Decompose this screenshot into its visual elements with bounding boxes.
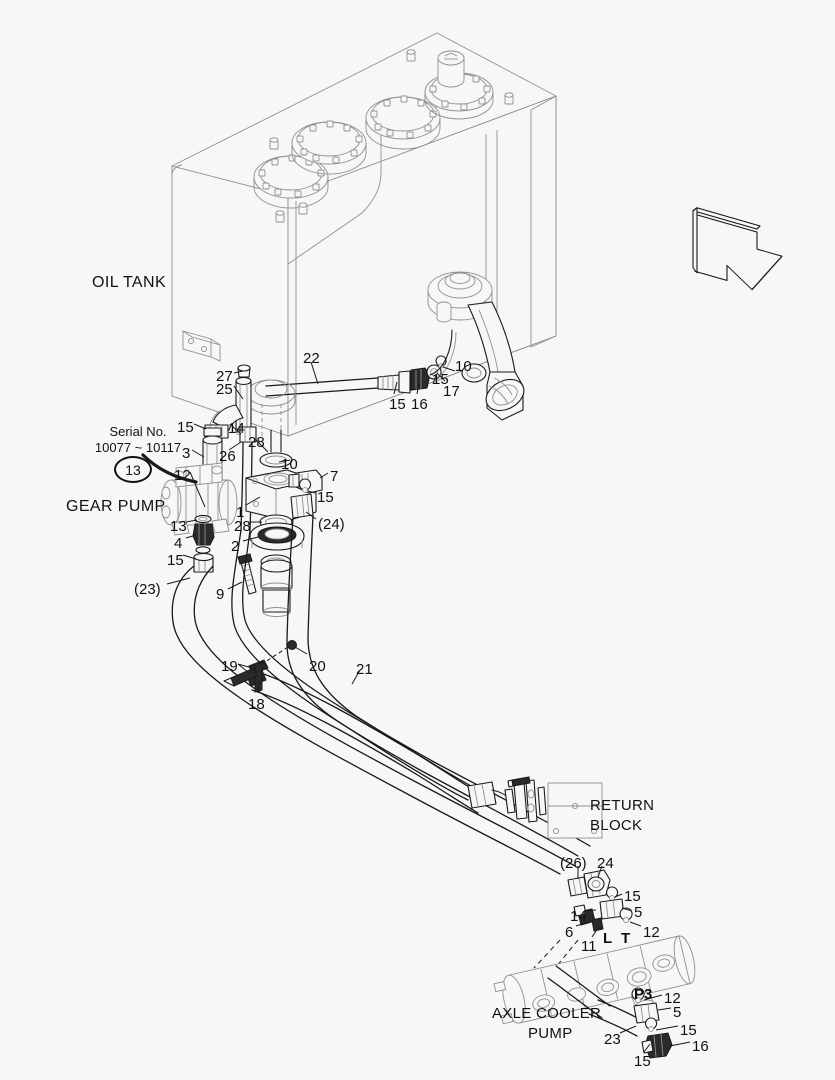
part-callout-c28a: 28	[248, 434, 265, 451]
part-callout-c13b: 13	[170, 518, 187, 535]
part-callout-c9: 9	[216, 586, 225, 603]
gear-pump-assembly	[160, 462, 238, 536]
part-callout-c11: 11	[581, 938, 597, 955]
part-callout-c3: 3	[182, 445, 191, 462]
axle-cooler-pump-label-line2: PUMP	[528, 1025, 573, 1042]
serial-note-line1: Serial No.	[109, 424, 167, 439]
part-callout-c24b: 24	[597, 855, 614, 872]
part-callout-c1: 1	[236, 504, 245, 521]
part-callout-c15b: 15	[389, 396, 406, 413]
part-callout-c15a: 15	[432, 371, 449, 388]
part-callout-c14b: 14	[570, 908, 587, 925]
hose-clamp-assembly	[223, 640, 297, 693]
part-callout-c7: 7	[330, 468, 339, 485]
leader-lines	[141, 361, 691, 1053]
part-callout-c26b: (26)	[560, 855, 587, 872]
axle-cooler-pump-label-line1: AXLE COOLER	[492, 1005, 602, 1022]
part-callout-c15g: 15	[680, 1022, 697, 1039]
part-callout-c15e: 15	[167, 552, 184, 569]
part-callout-c15h: 15	[634, 1053, 651, 1070]
part-callout-c12b: 12	[643, 924, 660, 941]
part-callout-c10b: 10	[281, 456, 298, 473]
part-callout-c4: 4	[174, 535, 183, 552]
part-callout-c16b: 16	[692, 1038, 709, 1055]
part-callout-c12a: 12	[174, 467, 191, 484]
part-callout-c10a: 10	[455, 358, 472, 375]
front-direction-arrow	[692, 207, 783, 291]
part-callout-c26a: 26	[219, 448, 236, 465]
pump-outlet-fittings	[192, 514, 215, 573]
tank-access-covers	[253, 49, 514, 223]
part-callout-c15d: 15	[317, 489, 334, 506]
port-mark-l: L	[603, 930, 613, 947]
port-mark-t: T	[621, 930, 631, 947]
part-callout-c6: 6	[565, 924, 574, 941]
part-callout-c2: 2	[231, 538, 240, 555]
return-block-label-line2: BLOCK	[590, 817, 643, 834]
part-callout-c5b: 5	[673, 1004, 682, 1021]
part-callout-c25: 25	[216, 381, 233, 398]
part-callout-c27: 27	[216, 368, 233, 385]
hose-bundle-routing	[171, 529, 591, 875]
part-callout-c19: 19	[221, 658, 238, 675]
part-callout-c17: 17	[443, 383, 460, 400]
return-block-assembly	[467, 776, 603, 839]
axle-cooler-pump-assembly	[493, 935, 696, 1059]
part-callout-c15c: 15	[177, 419, 194, 436]
manifold-exploded-assembly	[237, 429, 323, 641]
part-callout-c14a: 14	[228, 420, 245, 437]
part-callout-c12c: 12	[664, 990, 681, 1007]
return-block-label-line1: RETURN	[590, 797, 655, 814]
part-callout-c24a: (24)	[318, 516, 345, 533]
part-callout-c15f: 15	[624, 888, 641, 905]
part-callout-c23a: (23)	[134, 581, 161, 598]
serial-note-line2: 10077 ~ 10117	[94, 440, 182, 455]
oil-tank-label: OIL TANK	[92, 274, 167, 291]
part-callout-c21: 21	[356, 661, 373, 678]
part-callout-c16a: 16	[411, 396, 428, 413]
serial-balloon-13: 13	[114, 456, 152, 483]
part-callout-c20: 20	[309, 658, 326, 675]
part-callout-c5a: 5	[634, 904, 643, 921]
lower-fitting-cluster	[533, 869, 633, 973]
part-callout-c23b: 23	[604, 1031, 621, 1048]
tank-suction-boss	[427, 271, 525, 421]
gear-pump-label: GEAR PUMP	[66, 498, 166, 515]
part-callout-c28b: 28	[234, 518, 251, 535]
port-mark-p3: P3	[634, 986, 653, 1003]
hose-22	[265, 329, 457, 397]
part-callout-c22: 22	[303, 350, 320, 367]
part-callout-c18: 18	[248, 696, 265, 713]
